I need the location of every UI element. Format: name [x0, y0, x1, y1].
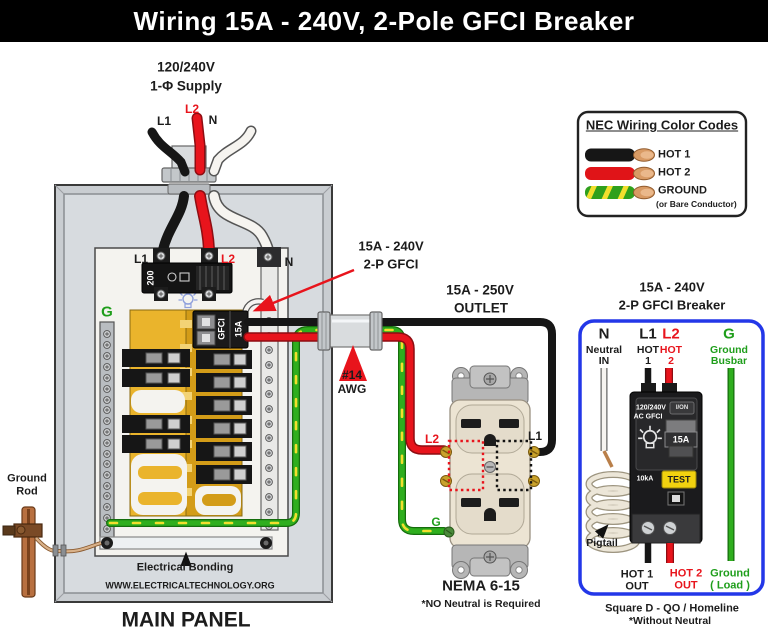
bd-g-tag: G: [723, 325, 735, 343]
main-breaker: [141, 248, 233, 301]
bd-n-line2: IN: [598, 354, 610, 367]
bd-face-rating1: 120/240V: [636, 404, 666, 412]
bd-g-line2: Busbar: [710, 354, 748, 367]
awg-callout-line1: #14: [341, 368, 363, 382]
outlet-note: *NO Neutral is Required: [421, 597, 541, 610]
supply-voltage-label: 120/240V: [157, 59, 215, 75]
bd-l2-tag: L2: [662, 325, 680, 343]
panel-n-label: N: [284, 255, 294, 269]
callout-arrows: [180, 268, 609, 566]
legend-wire-hot2: [585, 166, 655, 181]
ground-rod: [2, 506, 102, 598]
bd-l1-tag: L1: [639, 325, 657, 343]
outlet-g-label: G: [431, 515, 441, 529]
outlet-l1-label: L1: [527, 429, 543, 443]
main-panel-caption: MAIN PANEL: [121, 608, 251, 632]
bonding-label: Electrical Bonding: [136, 561, 234, 574]
panel-gfci-label: GFCI: [216, 318, 227, 340]
bd-hot2-out-line1: HOT 2: [669, 567, 703, 580]
page-title: Wiring 15A - 240V, 2-Pole GFCI Breaker: [133, 5, 635, 36]
outlet-caption: NEMA 6-15: [442, 577, 520, 595]
supply-wires-interior: [158, 190, 274, 256]
outlet-callout-line1: 15A - 250V: [446, 282, 514, 298]
main-breaker-rating-label: 200: [145, 270, 156, 286]
outlet-l1-terminal-highlight: [495, 439, 533, 492]
supply-l1-label: L1: [156, 114, 172, 128]
supply-n-label: N: [208, 113, 218, 127]
supply-l2-label: L2: [184, 102, 200, 116]
title-bar: Wiring 15A - 240V, 2-Pole GFCI Breaker: [0, 0, 768, 42]
bd-ground-out-line2: ( Load ): [710, 579, 750, 592]
panel-ground-busbar-label: G: [101, 303, 113, 321]
branch-breakers-left: [122, 349, 190, 453]
breaker-detail-title-line2: 2-P GFCI Breaker: [618, 297, 726, 313]
breaker-device: [629, 383, 703, 544]
gfci-callout-line2: 2-P GFCI: [363, 256, 419, 272]
bd-face-interrupt: 10kA: [636, 475, 654, 483]
bd-n-line1: Neutral: [585, 343, 623, 356]
panel-gfci-breaker: [192, 298, 264, 349]
bd-footer-line2: *Without Neutral: [628, 614, 712, 627]
outlet-l2-label: L2: [424, 432, 440, 446]
outlet-l2-terminal-highlight: [447, 439, 485, 492]
branch-breakers-right: [196, 350, 252, 484]
gfci-callout-arrow: [252, 268, 355, 312]
test-button: [661, 470, 697, 489]
website-label: WWW.ELECTRICALTECHNOLOGY.ORG: [105, 580, 275, 591]
panel-gfci-rating-label: 15A: [233, 320, 244, 338]
bd-l2-line1: HOT: [659, 343, 683, 356]
legend-wire-hot1: [585, 148, 655, 162]
ground-rod-label-line1: Ground: [7, 472, 47, 485]
bd-l1-line1: HOT: [636, 343, 660, 356]
bonding-strip: [99, 536, 273, 550]
breaker-detail-box: [578, 319, 765, 596]
bd-l2-line2: 2: [668, 354, 674, 367]
legend-hot2-label: HOT 2: [658, 166, 691, 179]
bd-l1-line2: 1: [645, 354, 651, 367]
supply-wires: [147, 112, 257, 177]
bd-face-rating2: AC GFCI: [633, 413, 663, 421]
awg-callout-line2: AWG: [337, 382, 367, 396]
bd-g-line1: Ground: [710, 343, 748, 356]
hot2-wire: [243, 332, 449, 455]
ground-rod-label-line2: Rod: [16, 485, 38, 498]
bd-hot1-out-line1: HOT 1: [620, 568, 654, 581]
bd-hot2-out-line2: OUT: [674, 579, 698, 592]
bd-pigtail-label: Pigtail: [586, 536, 618, 549]
legend-box: [576, 110, 748, 218]
bd-footer-line1: Square D - QO / Homeline: [605, 602, 739, 615]
bd-n-tag: N: [598, 325, 610, 343]
legend-ground-label: GROUND: [658, 184, 707, 197]
legend-title: NEC Wiring Color Codes: [585, 117, 739, 133]
panel-l1-label: L1: [133, 252, 149, 266]
bd-face-switch: I/ON: [675, 405, 689, 411]
ground-busbar: [99, 321, 115, 550]
legend-ground-note: (or Bare Conductor): [656, 198, 737, 209]
legend-hot1-label: HOT 1: [658, 148, 691, 161]
neutral-busbar: [257, 247, 281, 531]
bd-ground-out-line1: Ground: [710, 567, 750, 580]
panel-l2-label: L2: [220, 252, 236, 266]
gfci-callout-line1: 15A - 240V: [358, 238, 424, 254]
bd-face-test: TEST: [667, 474, 691, 485]
bd-hot1-out-line2: OUT: [625, 580, 649, 593]
outlet-callout-line2: OUTLET: [454, 300, 508, 316]
bd-face-amp: 15A: [672, 434, 690, 445]
outlet-nema-6-15: [440, 365, 540, 579]
neutral-in-wire: [600, 368, 614, 468]
supply-phase-label: 1-Φ Supply: [150, 78, 222, 94]
breaker-detail-title-line1: 15A - 240V: [639, 279, 705, 295]
conduit-nipple: [317, 311, 383, 351]
hot1-wire: [244, 318, 556, 456]
pigtail-callout-arrow: [594, 524, 609, 539]
